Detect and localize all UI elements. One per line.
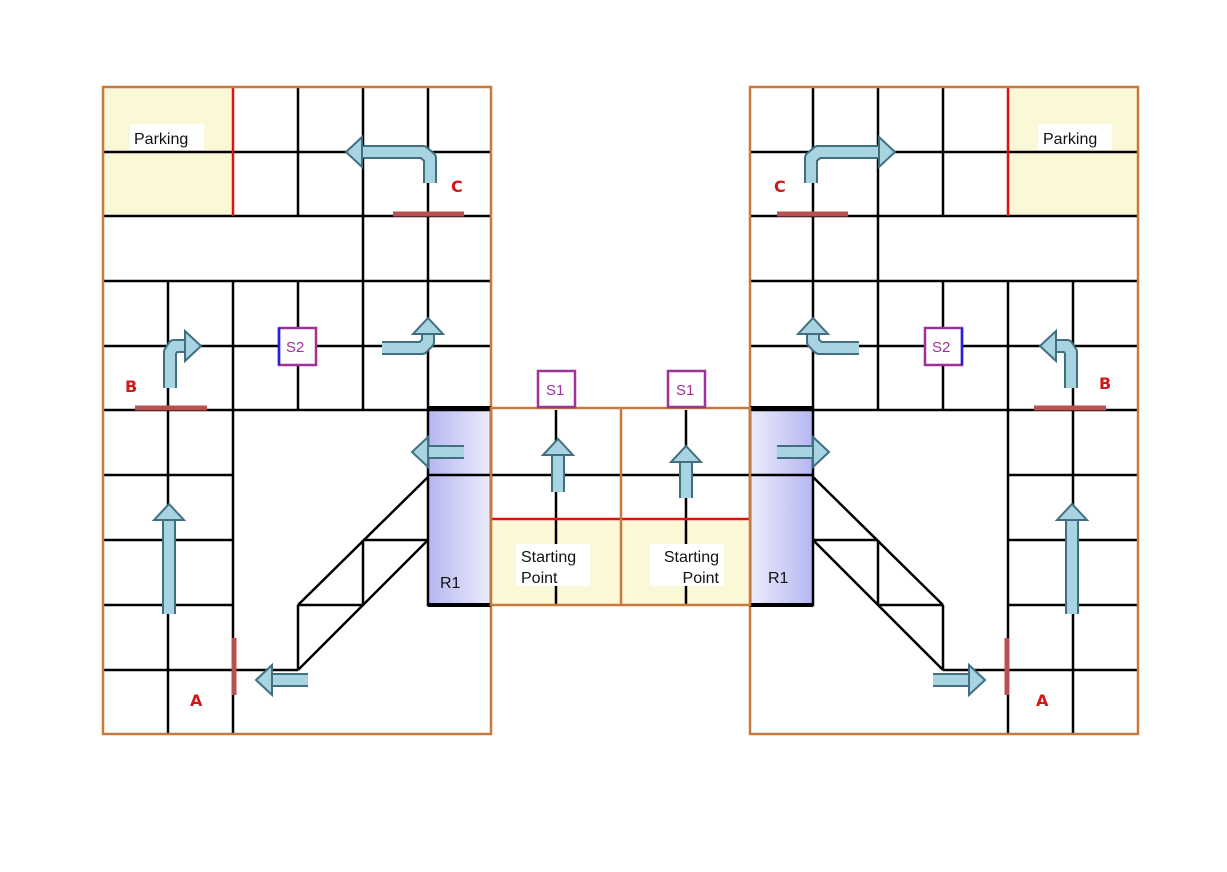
sensor-s1-label-left: S1 bbox=[546, 382, 564, 399]
starting-point-right-line2: Point bbox=[683, 570, 720, 587]
center-start-area bbox=[489, 369, 752, 607]
arrow-up-icon bbox=[668, 444, 704, 498]
ramp-label-left: R1 bbox=[440, 575, 461, 592]
parking-label-right: Parking bbox=[1043, 131, 1097, 148]
left-wing bbox=[103, 87, 491, 734]
parking-label-left: Parking bbox=[134, 131, 188, 148]
starting-point-right-line1: Starting bbox=[664, 549, 719, 566]
sensor-s2-label-left: S2 bbox=[286, 339, 304, 356]
gate-b-label-right: B bbox=[1099, 374, 1111, 393]
ramp-label-right: R1 bbox=[768, 570, 789, 587]
gate-c-label-right: C bbox=[774, 177, 786, 196]
gate-b-label-left: B bbox=[125, 377, 137, 396]
sensor-s1-label-right: S1 bbox=[676, 382, 694, 399]
starting-point-left-line2: Point bbox=[521, 570, 558, 587]
starting-point-left-line1: Starting bbox=[521, 549, 576, 566]
labels: Parking Parking C B A C B A S2 S2 S1 S1 … bbox=[125, 124, 1112, 710]
sensor-s2-label-right: S2 bbox=[932, 339, 950, 356]
right-wing bbox=[750, 87, 1138, 734]
arrow-up-icon bbox=[540, 437, 576, 492]
gate-c-label-left: C bbox=[451, 177, 463, 196]
gate-a-label-left: A bbox=[190, 691, 203, 710]
sensor-s1-right bbox=[666, 369, 707, 409]
sensor-s1-left bbox=[536, 369, 577, 409]
gate-a-label-right: A bbox=[1036, 691, 1049, 710]
